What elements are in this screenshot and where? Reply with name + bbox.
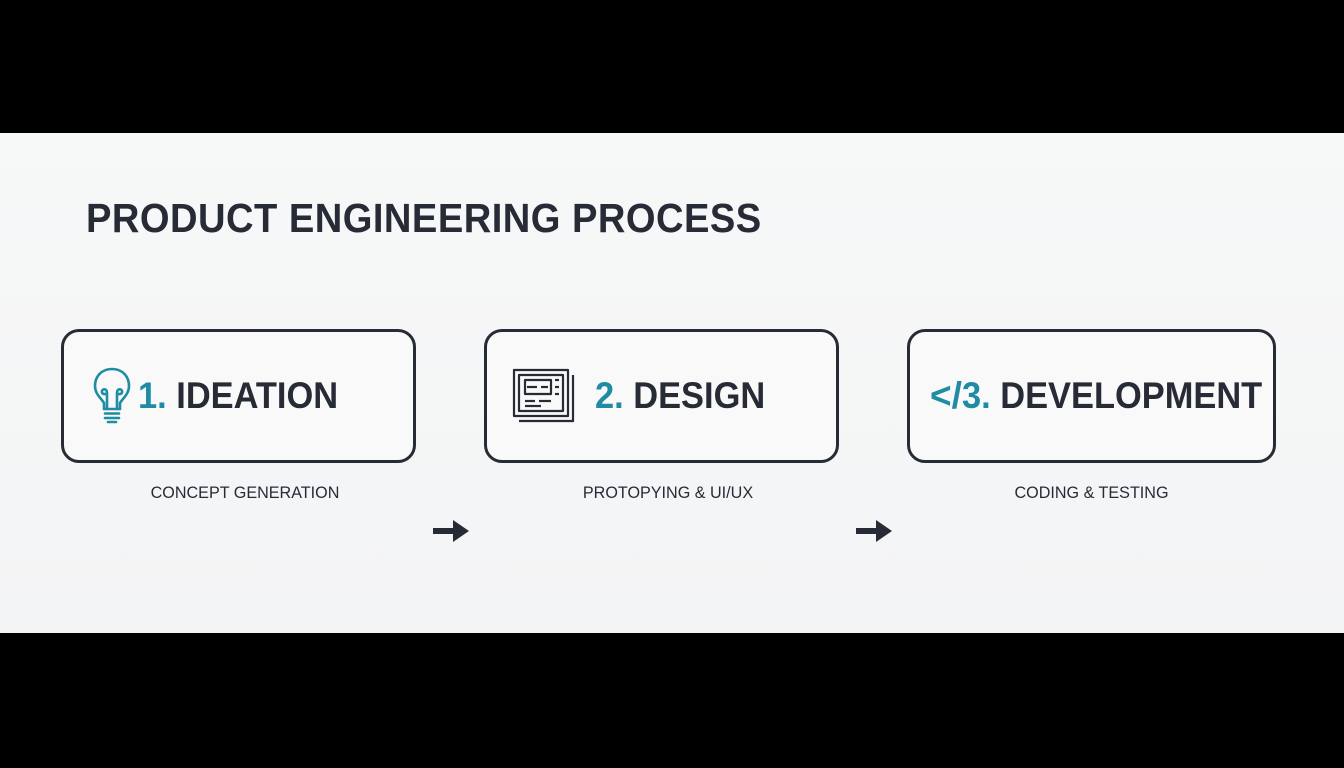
step-box-development: </ 3. DEVELOPMENT	[907, 329, 1276, 463]
step-caption: CODING & TESTING	[1014, 483, 1169, 502]
diagram-title: PRODUCT ENGINEERING PROCESS	[86, 195, 762, 241]
step-title: 1. IDEATION	[138, 375, 338, 417]
step-box-ideation: 1. IDEATION	[61, 329, 416, 463]
step-box-design: 2. DESIGN	[484, 329, 839, 463]
step-label: DEVELOPMENT	[1000, 375, 1263, 416]
slide: PRODUCT ENGINEERING PROCESS 1. IDEATION	[0, 133, 1344, 633]
step-number: 1.	[138, 375, 167, 416]
wireframe-icon	[511, 367, 575, 425]
code-icon: </	[930, 375, 962, 416]
step-label: IDEATION	[176, 375, 339, 416]
arrow-right-icon	[433, 520, 469, 542]
step-caption: PROTOPYING & UI/UX	[582, 483, 754, 502]
step-title: 2. DESIGN	[595, 375, 765, 417]
step-title: 3. DEVELOPMENT	[962, 375, 1262, 417]
step-caption: CONCEPT GENERATION	[150, 483, 340, 502]
step-number: 3.	[961, 375, 991, 416]
arrow-right-icon	[856, 520, 892, 542]
step-label: DESIGN	[633, 375, 766, 416]
step-number: 2.	[595, 375, 624, 416]
lightbulb-icon	[92, 365, 132, 427]
